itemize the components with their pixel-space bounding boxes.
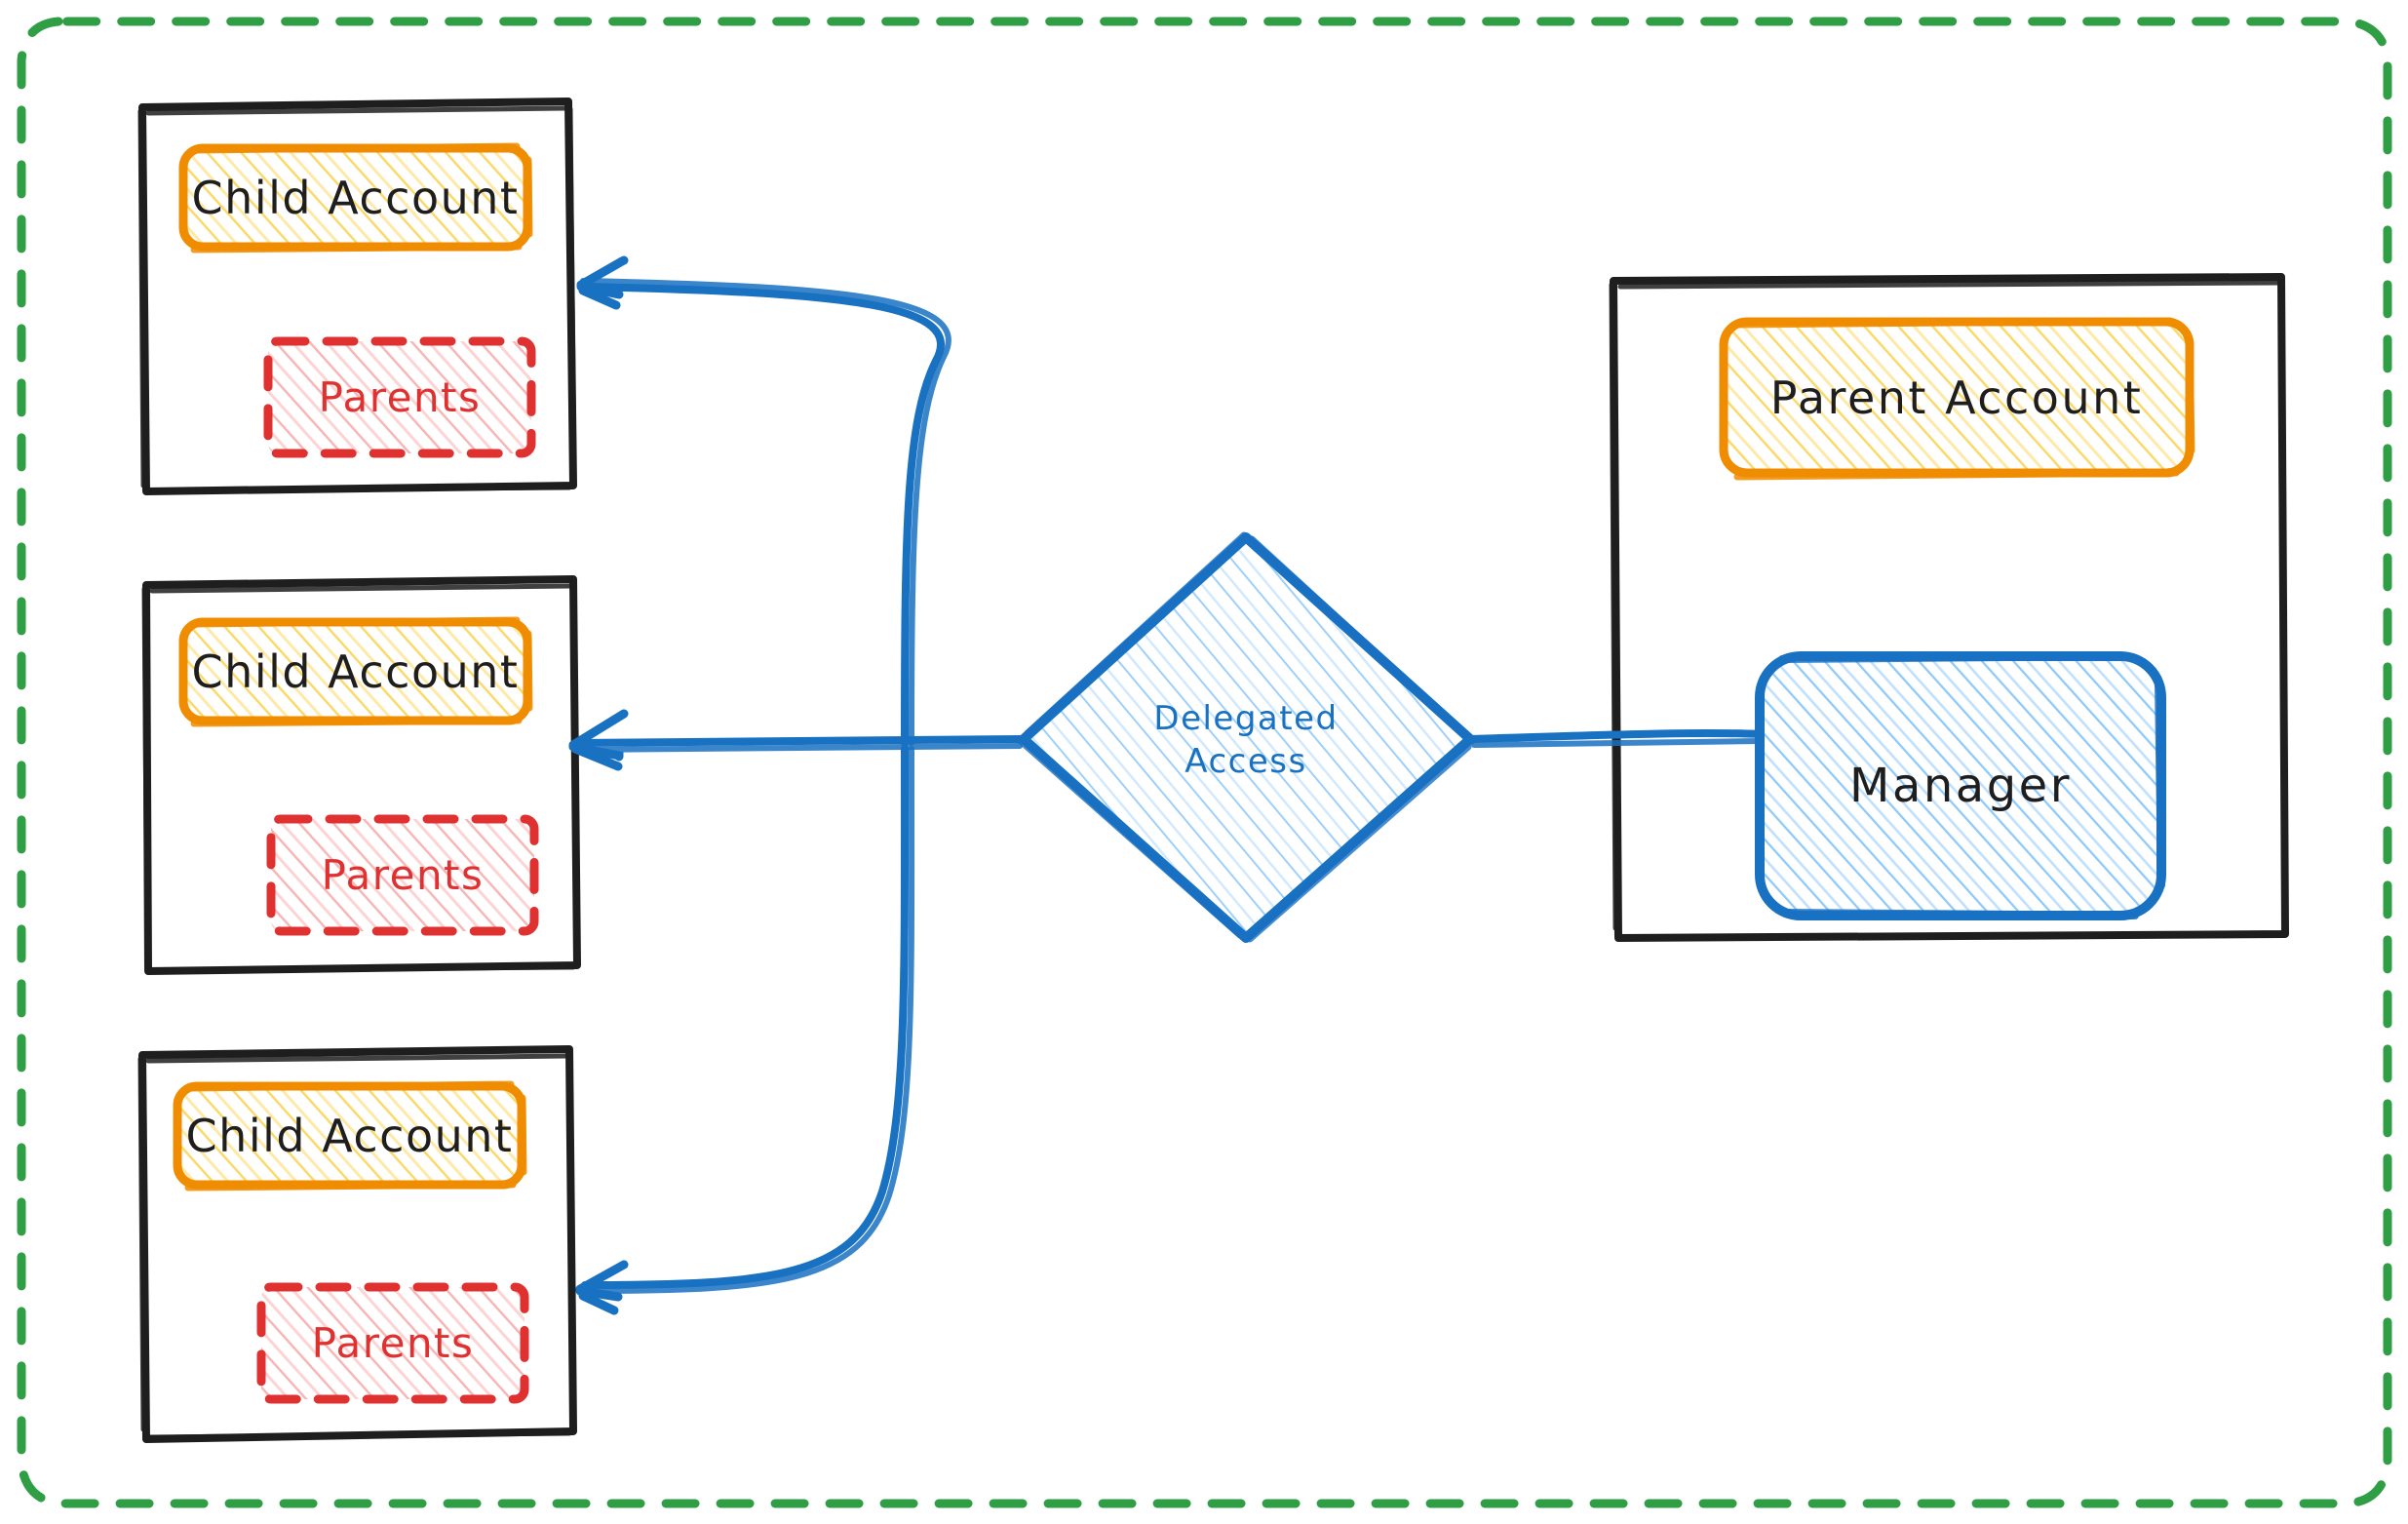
parents-pill-1[interactable] [263,336,536,458]
parents-pill-2[interactable] [266,814,539,936]
child-panel-3[interactable] [137,1045,577,1443]
connector-manager-to-delegated [1466,728,1764,748]
connector-delegated-to-child-1 [576,255,952,747]
connector-delegated-to-child-2 [568,709,1028,771]
connector-delegated-to-child-3 [575,745,915,1315]
organization-boundary [17,17,2392,1508]
child-panel-1[interactable] [137,98,577,495]
child-account-pill-1[interactable] [178,142,533,254]
child-account-pill-3[interactable] [173,1080,527,1192]
delegated-access-diamond[interactable] [1017,531,1476,943]
child-panel-2[interactable] [141,575,581,975]
parent-account-pill[interactable] [1719,317,2195,481]
child-account-pill-2[interactable] [178,616,533,727]
parents-pill-3[interactable] [256,1282,529,1404]
manager-box[interactable] [1755,651,2166,920]
parent-panel[interactable] [1609,273,2289,942]
